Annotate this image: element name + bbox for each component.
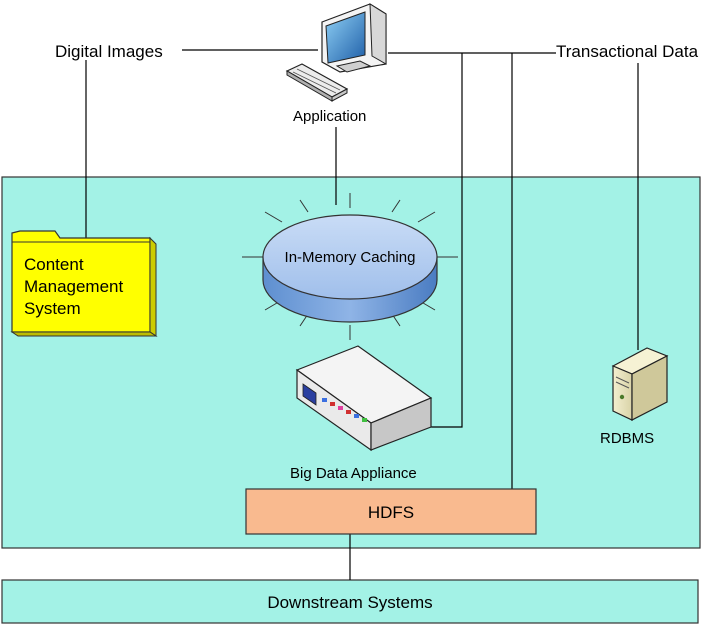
- digital-images-label: Digital Images: [55, 42, 163, 61]
- in-memory-caching-label: In-Memory Caching: [285, 249, 416, 266]
- cms-label-line1: Content: [24, 255, 84, 274]
- big-data-appliance-label: Big Data Appliance: [290, 465, 417, 482]
- rdbms-label: RDBMS: [600, 430, 654, 447]
- desktop-computer-icon: [287, 4, 386, 101]
- cms-label-line2: Management: [24, 277, 124, 296]
- transactional-data-label: Transactional Data: [556, 42, 699, 61]
- downstream-systems-label: Downstream Systems: [267, 593, 432, 612]
- hdfs-label: HDFS: [368, 503, 414, 522]
- application-label: Application: [293, 108, 366, 125]
- cms-label-line3: System: [24, 299, 81, 318]
